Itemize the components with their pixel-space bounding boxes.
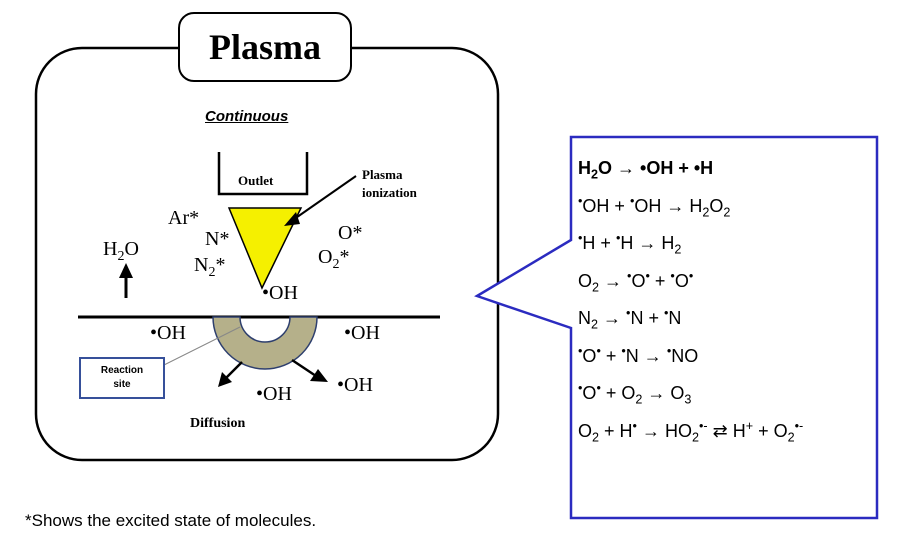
outlet-label: Outlet (238, 173, 274, 188)
hydroxyl-label-left: •OH (150, 322, 186, 344)
reaction-site-line-2: site (113, 379, 131, 390)
diffusion-arrowhead-left (218, 372, 232, 387)
water-up-arrowhead (119, 263, 133, 278)
reaction-site-box: Reaction site (79, 357, 165, 399)
reaction-site-line-1: Reaction (100, 365, 144, 376)
hydroxyl-label-bottom: •OH (256, 383, 292, 405)
reaction-equation: N2 → •N + •N (578, 306, 682, 332)
continuous-label: Continuous (205, 108, 289, 125)
footnote: *Shows the excited state of molecules. (25, 511, 317, 530)
diffusion-label: Diffusion (190, 416, 246, 431)
reaction-equation: O2 + H• → HO2•- ⇄ H+ + O2•- (578, 418, 804, 445)
hydroxyl-label-right: •OH (344, 322, 380, 344)
argon-excited-label: Ar* (168, 207, 200, 229)
reaction-site-pointer (161, 326, 241, 367)
reaction-list: H2O → •OH + •H •OH + •OH → H2O2 •H + •H … (578, 150, 878, 450)
plasma-title: Plasma (178, 12, 352, 82)
outlet-channel (217, 152, 309, 196)
reaction-site-ring (212, 316, 318, 370)
reaction-equation: H2O → •OH + •H (578, 158, 714, 182)
plasma-cone (227, 207, 303, 290)
plasma-ionization-pointer (289, 175, 357, 223)
oxygen-molecule-excited-label: O2* (318, 246, 350, 272)
nitrogen-molecule-excited-label: N2* (194, 254, 226, 280)
diffusion-arrow-right (291, 358, 317, 378)
plasma-ionization-line-1: Plasma (362, 167, 403, 182)
plasma-ionization-arrowhead (284, 212, 300, 226)
nitrogen-atom-excited-label: N* (205, 228, 230, 250)
plasma-ionization-label: Plasma ionization (362, 166, 417, 202)
hydroxyl-label-cone: •OH (262, 282, 298, 304)
water-label: H2O (103, 238, 139, 264)
reaction-equation: •O• + •N → •NO (578, 343, 699, 366)
reaction-equation: •OH + •OH → H2O2 (578, 193, 731, 220)
reaction-equation: O2 → •O• + •O• (578, 268, 694, 295)
plasma-ionization-line-2: ionization (362, 185, 417, 200)
reaction-equation: •O• + O2 → O3 (578, 381, 692, 407)
reactions-callout (474, 135, 879, 520)
reaction-equation: •H + •H → H2 (578, 231, 682, 257)
diffusion-arrow-left (225, 361, 243, 379)
hydroxyl-label-bottom-right: •OH (337, 374, 373, 396)
oxygen-atom-excited-label: O* (338, 222, 363, 244)
diffusion-arrowhead-right (310, 369, 328, 382)
